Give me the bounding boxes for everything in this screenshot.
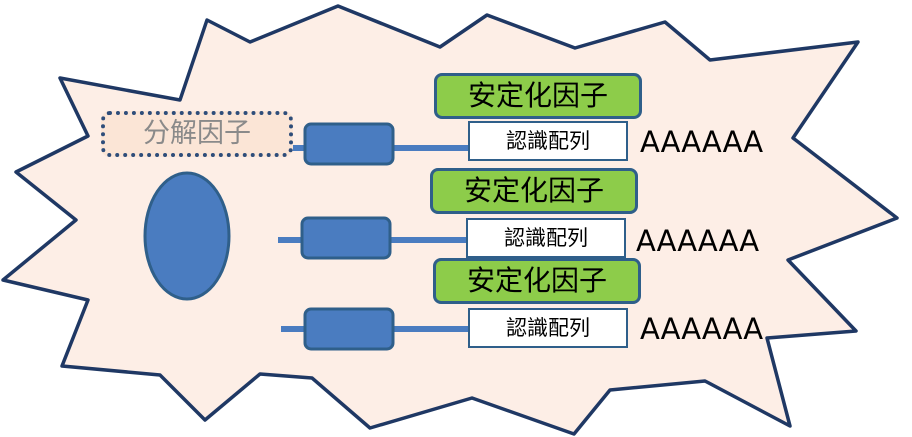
ribosome-block [300,216,392,260]
recognition-sequence-label: 認識配列 [506,316,590,340]
ribosome-block [303,122,395,166]
degradation-factor-label: 分解因子 [143,118,251,149]
cell-membrane [1,4,899,436]
recognition-sequence-label: 認識配列 [504,226,588,250]
stabilizing-factor-label: 安定化因子 [463,174,604,207]
nucleus [143,171,231,301]
recognition-sequence-label: 認識配列 [506,129,590,153]
poly-a-tail: AAAAAA [640,125,764,159]
poly-a-tail: AAAAAA [636,224,760,258]
recognition-sequence: 認識配列 [468,121,628,161]
stabilizing-factor-label: 安定化因子 [467,79,608,112]
stabilizing-factor-label: 安定化因子 [466,264,607,297]
recognition-sequence: 認識配列 [466,218,626,258]
stabilizing-factor: 安定化因子 [430,168,638,214]
ribosome-block [303,307,395,351]
stabilizing-factor: 安定化因子 [434,73,642,119]
poly-a-tail: AAAAAA [640,312,764,346]
stabilizing-factor: 安定化因子 [433,258,641,304]
degradation-factor: 分解因子 [101,111,293,157]
recognition-sequence: 認識配列 [468,308,628,348]
